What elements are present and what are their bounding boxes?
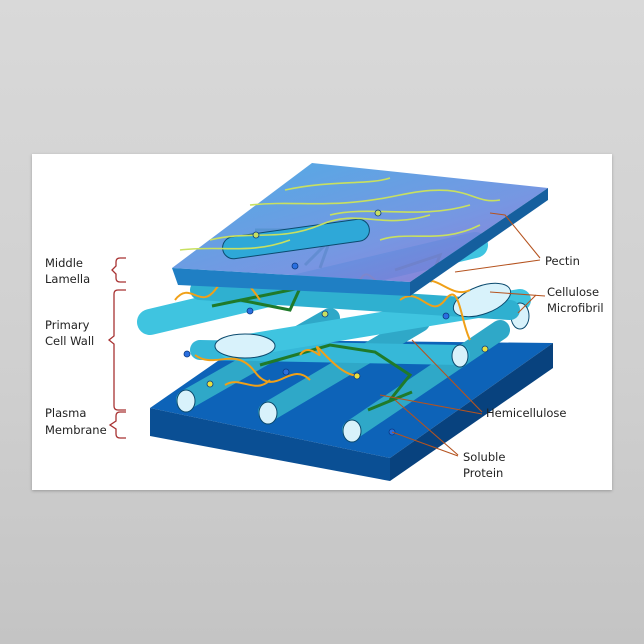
label-pectin: Pectin — [545, 254, 580, 268]
leader-hemicellulose — [411, 339, 483, 413]
leader-lines — [379, 212, 546, 457]
pectin-in-lamella — [179, 177, 501, 251]
bracket-plasma-membrane — [108, 411, 126, 439]
leader-soluble-protein — [394, 399, 459, 456]
label-hemicellulose: Hemicellulose — [486, 406, 567, 420]
bracket-primary-cell-wall — [107, 289, 126, 411]
soluble-proteins — [183, 209, 489, 436]
leader-pectin — [489, 212, 541, 259]
middle-lamella-plate — [172, 163, 548, 296]
left-brackets — [107, 257, 126, 439]
bracket-middle-lamella — [111, 257, 126, 283]
